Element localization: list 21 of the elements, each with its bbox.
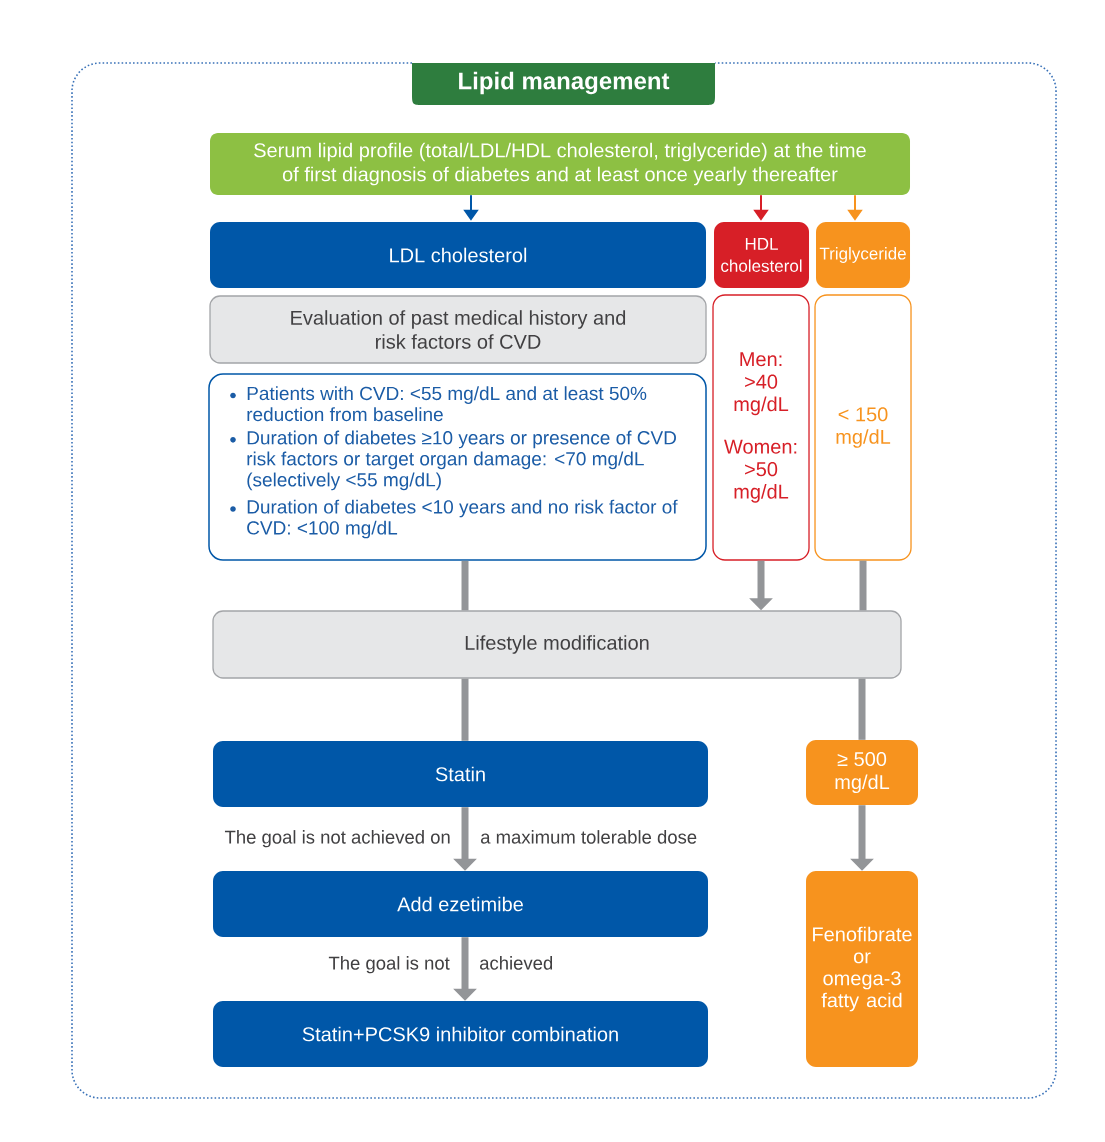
process-box: Lifestyle modification xyxy=(212,610,902,679)
arrow-label: a maximum tolerable dose xyxy=(481,830,697,844)
step-box: Serum lipid profile (total/LDL/HDL cholesterol, triglyceride) at the time of first diagnosis of diabetes and at least once yearly thereafter xyxy=(210,133,910,195)
treatment-box: Statin xyxy=(213,741,708,807)
target-box: Men: >40 mg/dL Women: >50 mg/dL xyxy=(712,294,810,561)
target-box: < 150 mg/dL xyxy=(814,294,912,561)
connector-line xyxy=(461,560,469,611)
category-header: LDL cholesterol xyxy=(210,222,706,288)
threshold-box: ≥ 500 mg/dL xyxy=(806,740,918,805)
treatment-box: Statin+PCSK9 inhibitor combination xyxy=(213,1001,708,1067)
criteria-box: Patients with CVD: <55 mg/dL and at least 50% reduction from baseline Duration of diabetes ≥10 years or presence of CVD risk factors or target organ damage: <70 mg/dL (selectively <55 mg/dL) Duration of diabetes <10 years and no risk factor of CVD: <100 mg/dL xyxy=(208,373,707,561)
treatment-box: Add ezetimibe xyxy=(213,871,708,937)
treatment-box: Fenofibrate or omega-3 fatty acid xyxy=(806,871,918,1067)
arrow-label: The goal is not xyxy=(328,956,450,974)
arrow-label: achieved xyxy=(480,956,553,970)
arrow-label: The goal is not achieved on xyxy=(224,830,450,848)
category-header: Triglyceride xyxy=(816,222,910,288)
title-tab: Lipid management xyxy=(412,63,715,105)
connector-line xyxy=(859,560,867,611)
category-header: HDL cholesterol xyxy=(714,222,809,288)
process-box: Evaluation of past medical history and risk factors of CVD xyxy=(209,295,707,364)
